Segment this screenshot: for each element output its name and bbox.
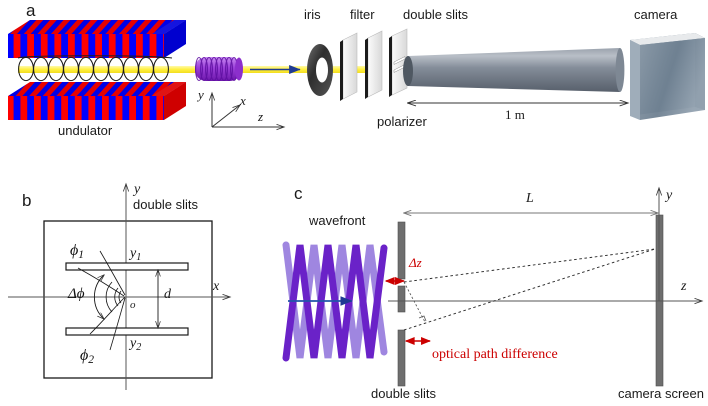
camera-body [630,33,705,120]
slit-mask-bars [397,221,406,387]
slit-lower [65,327,189,336]
panel-c-graphics [282,188,702,387]
slit-separation-label: d [164,287,171,302]
phi2-subscript: 2 [88,354,95,367]
panel-a-y-axis-label: y [198,87,204,102]
panel-a-graphics [8,20,705,127]
slit-upper [65,262,189,271]
panel-a-z-axis-label: z [258,109,264,124]
panel-b-letter: b [22,191,32,210]
panel-c-z-axis-label: z [681,279,687,294]
iris-element [307,44,333,96]
panel-b-graphics [8,184,230,390]
delta-phi-arc [94,275,104,319]
panel-b-x-axis-label: x [213,279,220,294]
camera-label: camera [634,7,678,22]
phi1-label: ϕ1 [70,243,84,262]
phi2-symbol: ϕ [80,347,89,364]
phi1-symbol: ϕ [70,242,79,259]
panel-b-origin-label: o [130,299,136,311]
panel-b-y-axis-label: y [134,182,141,197]
opd-label: optical path difference [432,347,558,362]
panel-c-y-axis-label: y [666,188,673,203]
panel-a-letter: a [26,1,36,20]
distance-label: 1 m [505,107,525,122]
polarizer-element [365,30,383,99]
right-angle-marker [418,315,427,322]
panel-c-letter: c [294,184,303,203]
panel-a-x-axis-label: x [240,93,246,108]
L-label: L [526,191,534,206]
wavefront-label: wavefront [309,213,366,228]
beam-tube [403,48,625,92]
y2-label: y2 [130,337,141,353]
iris-label: iris [304,7,321,22]
double-slits-element [389,28,408,97]
phi1-subscript: 1 [78,249,85,262]
double-slits-label-b: double slits [133,197,199,212]
double-slits-label-a: double slits [403,7,469,22]
slit-plate-frame [43,220,213,379]
filter-element [340,32,358,101]
delta-phi-label: Δϕ [68,286,85,302]
ray-paths [403,248,656,331]
delta-z-label: Δz [409,255,422,270]
y2-subscript: 2 [136,341,142,353]
y1-symbol: y [130,246,137,261]
filter-label: filter [350,7,375,22]
double-slits-label-c: double slits [371,386,437,401]
phi-leader-lines [77,250,126,351]
undulator-upper-array [8,20,186,58]
photon-bunch [195,56,243,82]
y1-label: y1 [130,247,141,263]
electron-helix [17,55,173,82]
camera-screen-label: camera screen [618,386,704,401]
phi2-label: ϕ2 [80,348,94,367]
undulator-lower-array [8,82,186,120]
undulator-label: undulator [58,123,113,138]
polarizer-label: polarizer [377,114,427,129]
path-difference-construction [403,281,426,323]
y2-symbol: y [130,336,137,351]
y1-subscript: 1 [136,251,142,263]
panel-a-axes [212,93,284,127]
